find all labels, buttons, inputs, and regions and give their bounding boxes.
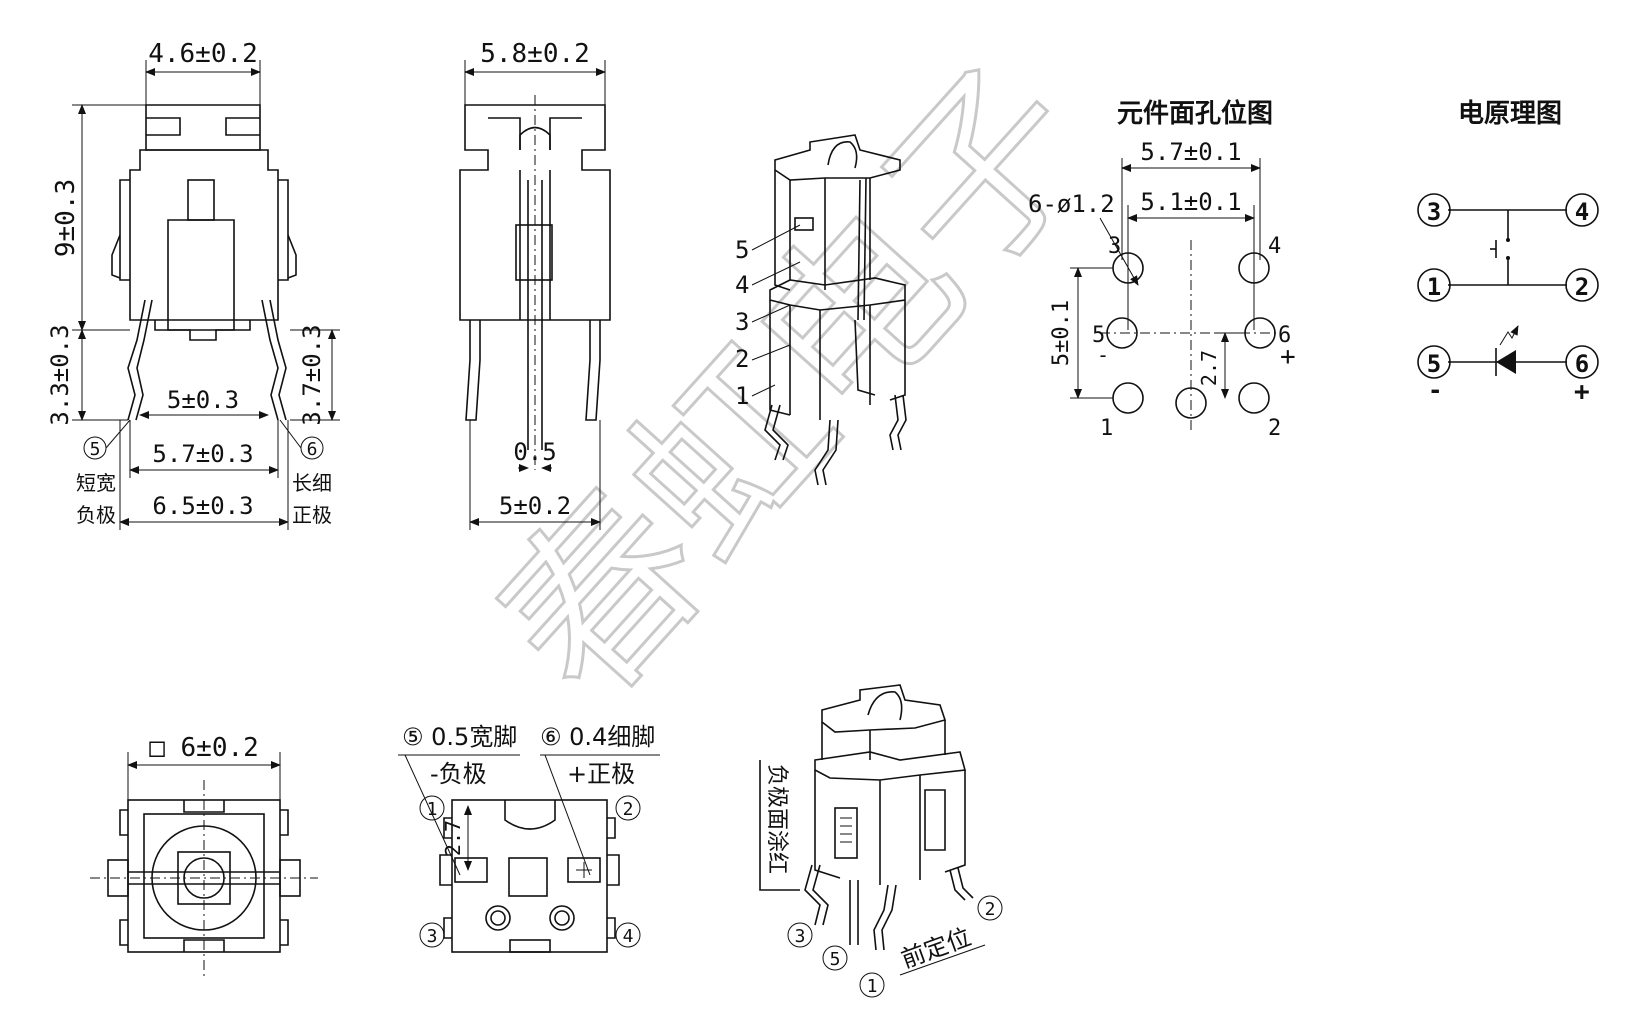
iso2-coated-label: 负极面涂红 xyxy=(764,764,789,874)
hole-4 xyxy=(1238,252,1270,284)
hole-label-6: 6 xyxy=(1278,323,1291,348)
pin6-number: 6 xyxy=(307,439,318,460)
pin5-desc1: 短宽 xyxy=(76,471,116,495)
hole-5 xyxy=(1106,317,1138,349)
iso1-label-3: 3 xyxy=(735,308,749,336)
hole-pitch-dim: 2.7 xyxy=(1197,350,1221,386)
watermark: 春虹电子 xyxy=(458,26,1134,742)
hole-label-5: 5 xyxy=(1092,323,1105,348)
iso2-pin-2-label: 2 xyxy=(985,899,996,920)
bottom-pos-label: +正极 xyxy=(567,760,635,788)
node-4-label: 4 xyxy=(1575,198,1589,226)
schematic: 电原理图 3 4 1 2 5 6 - + xyxy=(1417,99,1599,407)
pin5-number: 5 xyxy=(90,439,101,460)
hole-inner-span: 5.1±0.1 xyxy=(1140,188,1241,216)
bottom-pin5-label: ⑤ 0.5宽脚 xyxy=(402,723,517,751)
hole-layout: 元件面孔位图 5.7±0.1 5.1±0.1 6-ø1.2 3 4 5 6 1 … xyxy=(1028,98,1296,441)
node-5 xyxy=(1417,345,1451,379)
bottom-corner-3 xyxy=(419,922,445,948)
bottom-neg-label: -负极 xyxy=(430,760,487,788)
hole-2 xyxy=(1238,382,1270,414)
hole-spec: 6-ø1.2 xyxy=(1028,190,1115,218)
hole-label-1: 1 xyxy=(1100,416,1113,441)
led-diode-icon xyxy=(1496,350,1516,374)
front-lower-left-dim: 3.3±0.3 xyxy=(46,324,74,425)
hole-vertical-dim: 5±0.1 xyxy=(1049,300,1074,366)
iso-view-2: 负极面涂红 3 5 1 2 前定位 xyxy=(759,684,1003,998)
hole-plus: + xyxy=(1280,342,1296,372)
hole-minus: - xyxy=(1097,343,1109,367)
side-bottom-width-dim: 5±0.2 xyxy=(499,492,571,520)
bottom-corner-3-label: 3 xyxy=(427,926,438,947)
node-5-label: 5 xyxy=(1427,350,1441,378)
front-height-dim: 9±0.3 xyxy=(51,179,81,257)
bottom-corner-2 xyxy=(615,795,641,821)
iso2-front-label: 前定位 xyxy=(897,923,974,974)
front-top-width-dim: 4.6±0.2 xyxy=(148,39,258,69)
front-inner-dim: 5±0.3 xyxy=(167,386,239,414)
bottom-corner-4 xyxy=(615,922,641,948)
iso2-pin-1 xyxy=(859,972,885,998)
hole-1 xyxy=(1112,382,1144,414)
top-view: □ 6±0.2 xyxy=(90,733,318,980)
iso1-label-4: 4 xyxy=(735,271,749,299)
front-lower-right-dim: 3.7±0.3 xyxy=(298,324,326,425)
pin5-desc2: 负极 xyxy=(76,503,116,527)
hole-label-3: 3 xyxy=(1108,234,1121,259)
hole-center xyxy=(1175,387,1207,419)
bottom-corner-1 xyxy=(419,795,445,821)
iso1-label-2: 2 xyxy=(735,345,749,373)
iso-view-1: 5 4 3 2 1 xyxy=(735,134,907,486)
iso2-pin-5-label: 5 xyxy=(830,949,841,970)
hole-6 xyxy=(1244,317,1276,349)
iso2-pin-3-label: 3 xyxy=(795,926,806,947)
watermark-text: 春虹电子 xyxy=(459,27,1132,740)
bottom-pitch-dim: 2.7 xyxy=(441,820,465,856)
node-1-label: 1 xyxy=(1427,273,1441,301)
iso2-pin-3 xyxy=(787,922,813,948)
side-view: 5.8±0.2 0.5 5±0.2 xyxy=(459,39,611,530)
bottom-view: ⑤ 0.5宽脚 ⑥ 0.4细脚 -负极 +正极 2.7 1 2 3 4 xyxy=(398,723,660,953)
hole-label-2: 2 xyxy=(1268,416,1281,441)
iso2-pin-2 xyxy=(977,895,1003,921)
iso2-pin-5 xyxy=(822,945,848,971)
front-view: 4.6±0.2 9±0.3 3.3±0.3 3.7±0.3 5±0.3 5.7±… xyxy=(46,39,340,530)
node-2 xyxy=(1565,268,1599,302)
bottom-corner-1-label: 1 xyxy=(427,799,438,820)
node-4 xyxy=(1565,193,1599,227)
pin6-desc1: 长细 xyxy=(292,471,332,495)
bottom-pin6-label: ⑥ 0.4细脚 xyxy=(540,723,655,751)
side-pin-width-dim: 0.5 xyxy=(513,438,556,466)
pin6-desc2: 正极 xyxy=(292,503,332,527)
hole-outer-span: 5.7±0.1 xyxy=(1140,138,1241,166)
node-6 xyxy=(1565,345,1599,379)
bottom-corner-4-label: 4 xyxy=(623,926,634,947)
node-3-label: 3 xyxy=(1427,198,1441,226)
node-6-label: 6 xyxy=(1575,350,1589,378)
schematic-minus: - xyxy=(1428,376,1442,404)
node-2-label: 2 xyxy=(1575,273,1589,301)
front-outer-dim: 6.5±0.3 xyxy=(152,492,253,520)
node-3 xyxy=(1417,193,1451,227)
iso2-pin-1-label: 1 xyxy=(867,976,878,997)
schematic-heading: 电原理图 xyxy=(1458,99,1562,129)
hole-layout-heading: 元件面孔位图 xyxy=(1117,98,1273,129)
hole-label-4: 4 xyxy=(1268,234,1281,259)
iso1-label-1: 1 xyxy=(735,382,749,410)
schematic-plus: + xyxy=(1574,377,1590,407)
node-1 xyxy=(1417,268,1451,302)
iso1-label-5: 5 xyxy=(735,236,749,264)
side-top-width-dim: 5.8±0.2 xyxy=(480,39,590,69)
front-mid-dim: 5.7±0.3 xyxy=(152,440,253,468)
bottom-corner-2-label: 2 xyxy=(623,799,634,820)
top-size-dim: □ 6±0.2 xyxy=(149,733,259,763)
